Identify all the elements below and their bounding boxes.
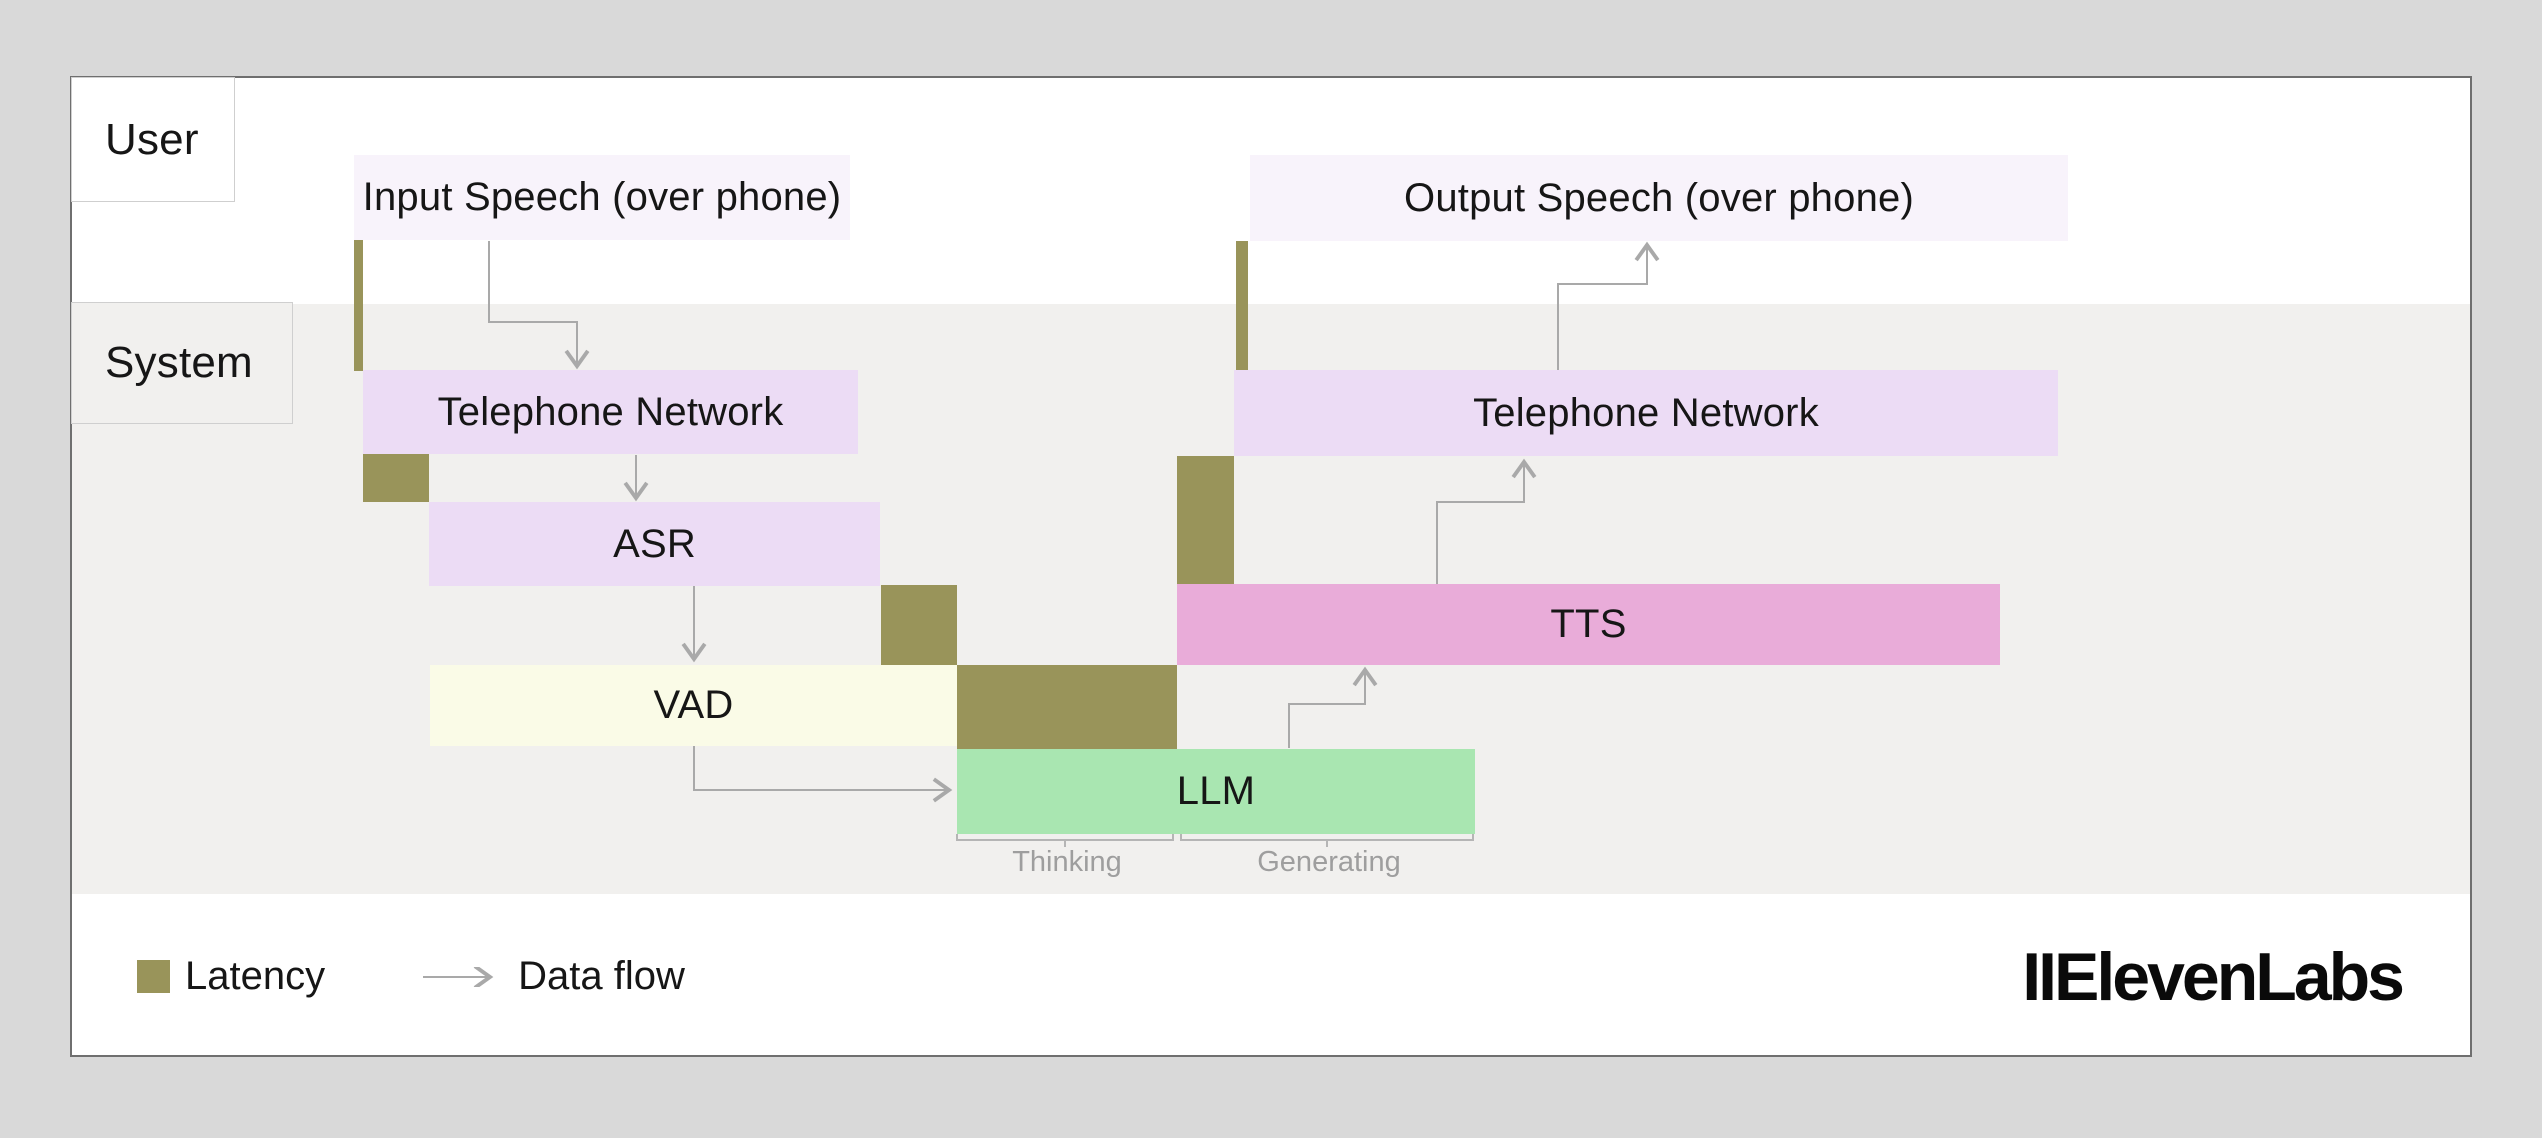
legend: Latency Data flow (137, 894, 1137, 1059)
node-llm: LLM (957, 749, 1475, 834)
thinking-phase-label: Thinking (1012, 846, 1122, 878)
elevenlabs-logo: IIElevenLabs (2022, 938, 2405, 1015)
latency-block-network-to-output (1236, 241, 1248, 370)
node-asr: ASR (429, 502, 880, 586)
node-telephone-network-outbound: Telephone Network (1234, 370, 2058, 456)
latency-block-input-to-network (354, 240, 363, 371)
user-lane-text: User (105, 114, 199, 164)
asr-label: ASR (613, 521, 696, 566)
node-output-speech: Output Speech (over phone) (1250, 155, 2068, 241)
telephone-network-outbound-label: Telephone Network (1473, 390, 1819, 435)
latency-block-network-to-asr (363, 454, 429, 502)
diagram-card: User System Input Speech (over phone) Ou… (70, 76, 2472, 1057)
latency-block-asr-to-vad (881, 585, 957, 665)
tts-label: TTS (1550, 602, 1627, 646)
legend-latency-label: Latency (185, 954, 326, 998)
legend-data-flow-label: Data flow (518, 954, 685, 998)
llm-label: LLM (1176, 769, 1256, 813)
node-input-speech: Input Speech (over phone) (354, 155, 850, 240)
output-speech-label: Output Speech (over phone) (1404, 175, 1914, 220)
latency-swatch-icon (137, 960, 170, 993)
node-telephone-network-inbound: Telephone Network (363, 370, 858, 454)
node-tts: TTS (1177, 584, 2000, 665)
data-flow-arrow-icon (423, 966, 494, 987)
system-lane-text: System (105, 338, 253, 387)
vad-label: VAD (653, 683, 734, 727)
lane-label-user: User (71, 77, 235, 202)
input-speech-label: Input Speech (over phone) (362, 175, 842, 219)
lane-label-system: System (71, 302, 293, 424)
node-vad: VAD (430, 665, 957, 746)
telephone-network-inbound-label: Telephone Network (437, 389, 784, 434)
latency-block-tts-to-network (1177, 456, 1234, 584)
latency-block-vad-to-llm (957, 665, 1177, 749)
generating-phase-label: Generating (1257, 846, 1401, 878)
